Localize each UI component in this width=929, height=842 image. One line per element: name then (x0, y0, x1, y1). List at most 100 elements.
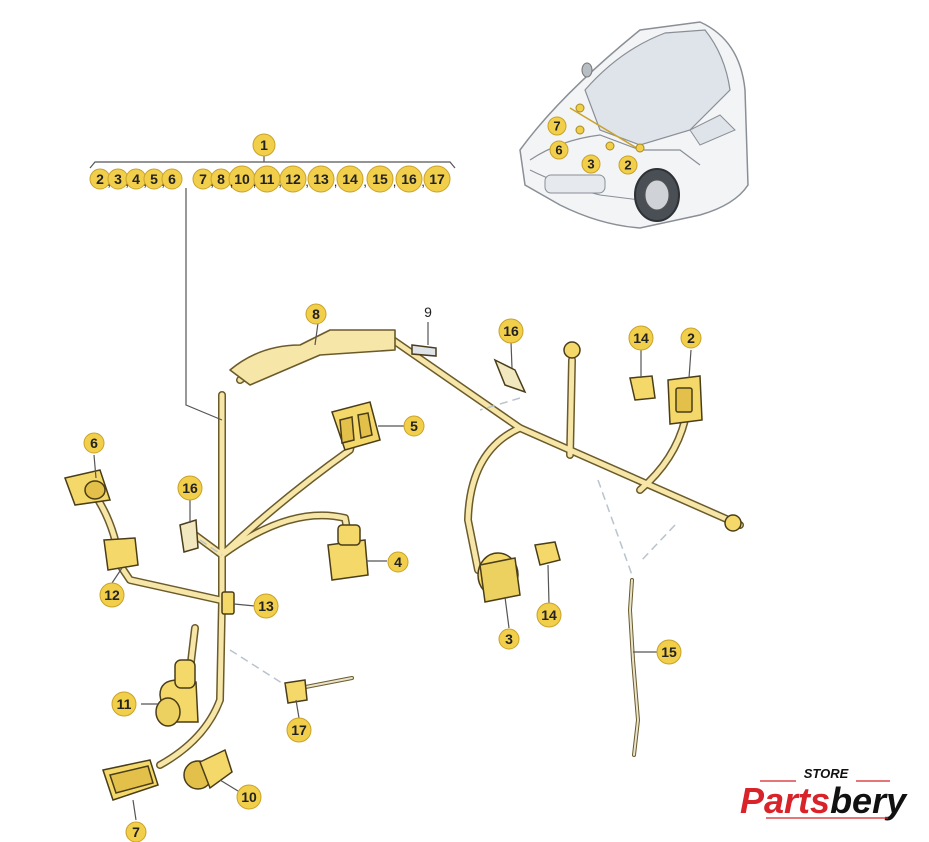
callout-c14a-circle (628, 325, 654, 351)
car-inset-callout-7-circle (547, 116, 567, 136)
callout-c4-circle (387, 551, 409, 573)
header-item-4-label: 4 (132, 171, 140, 187)
callout-c15-label: 15 (661, 644, 677, 660)
callout-c12: 12 (99, 582, 125, 608)
callout-c11: 11 (111, 691, 137, 717)
header-item-8-label: 8 (217, 171, 225, 187)
logo-brand-red: Parts (740, 780, 830, 821)
header-item-6-label: 6 (168, 171, 176, 187)
header-item-11: 11 (253, 165, 281, 193)
header-item-16: 16 (395, 165, 423, 193)
header-item-8: 8 (210, 168, 232, 190)
header-item-16-circle (395, 165, 423, 193)
header-item-7-label: 7 (199, 171, 207, 187)
logo-brand-text: Partsbery (740, 780, 908, 821)
header-item-14-circle (336, 165, 364, 193)
callout-c16a: 16 (498, 318, 524, 344)
callout-c14b-circle (536, 602, 562, 628)
car-inset-callout-3-circle (581, 154, 601, 174)
callout-c10-label: 10 (241, 789, 257, 805)
header-item-17-circle (423, 165, 451, 193)
logo-store-text: STORE (804, 766, 849, 781)
callout-c15: 15 (656, 639, 682, 665)
callout-c15-circle (656, 639, 682, 665)
callout-c12-label: 12 (104, 587, 120, 603)
header-item-2-label: 2 (96, 171, 104, 187)
header-item-15-label: 15 (372, 171, 388, 187)
header-item-3-label: 3 (114, 171, 122, 187)
header-comma: , (278, 174, 282, 189)
callout-c2-label: 2 (687, 330, 695, 346)
header-item-17-label: 17 (429, 171, 445, 187)
callout-c16a-circle (498, 318, 524, 344)
callout-c17-circle (286, 717, 312, 743)
callout-c17-label: 17 (291, 722, 307, 738)
car-inset-callout-7: 7 (547, 116, 567, 136)
header-callout-1-circle (252, 133, 276, 157)
callout-c3-label: 3 (505, 631, 513, 647)
header-item-10: 10 (228, 165, 256, 193)
car-inset-callout-2-circle (618, 155, 638, 175)
callout-c4-label: 4 (394, 554, 402, 570)
callout-c7-circle (125, 821, 147, 842)
header-item-6: 6 (161, 168, 183, 190)
header-comma: , (210, 174, 214, 189)
header-comma: , (421, 174, 425, 189)
header-item-14: 14 (336, 165, 364, 193)
dashed-guides (199, 397, 676, 686)
car-inset-callout-2-label: 2 (624, 158, 631, 173)
header-comma: , (393, 174, 397, 189)
header-comma: , (107, 174, 111, 189)
header-item-5-label: 5 (150, 171, 158, 187)
callout-c11-label: 11 (117, 696, 132, 712)
logo-brand-black: bery (830, 780, 908, 821)
car-inset-callout-6-circle (549, 140, 569, 160)
connectors (63, 341, 742, 801)
callout-c10-circle (236, 784, 262, 810)
callout-c16b-circle (177, 475, 203, 501)
header-item-6-circle (161, 168, 183, 190)
car-inset-callout-2: 2 (618, 155, 638, 175)
partsbery-logo: STORE Partsbery (740, 766, 908, 821)
header-item-7: 7 (192, 168, 214, 190)
header-item-13-label: 13 (313, 171, 329, 187)
header-comma: , (161, 174, 165, 189)
callout-c3-circle (498, 628, 520, 650)
header-item-17: 17 (423, 165, 451, 193)
header-callout-1-label: 1 (260, 137, 268, 153)
callout-c16b-label: 16 (182, 480, 198, 496)
callout-c8-label: 8 (312, 306, 320, 322)
callout-c8: 8 (305, 303, 327, 325)
callout-c10: 10 (236, 784, 262, 810)
car-inset-callout-3: 3 (581, 154, 601, 174)
header-item-12-label: 12 (285, 171, 301, 187)
car-inset-callout-6-label: 6 (555, 143, 562, 158)
header-comma: , (143, 174, 147, 189)
callout-c2: 2 (680, 327, 702, 349)
callout-c5-circle (403, 415, 425, 437)
callout-c14a: 14 (628, 325, 654, 351)
car-inset: 7 6 3 2 (519, 21, 749, 229)
header-comma: , (125, 174, 129, 189)
callout-c14b-label: 14 (541, 607, 557, 623)
header-item-16-label: 16 (401, 171, 417, 187)
header-item-13-circle (307, 165, 335, 193)
header-comma: , (230, 174, 234, 189)
header-comma: , (363, 174, 367, 189)
leader-lines (93, 188, 692, 821)
car-inset-callout-6: 6 (549, 140, 569, 160)
callout-c9-label: 9 (424, 304, 432, 320)
header-callout-1: 1 (252, 133, 276, 157)
callout-c16b: 16 (177, 475, 203, 501)
callout-c16a-label: 16 (503, 323, 519, 339)
header-item-15: 15 (366, 165, 394, 193)
callout-c17: 17 (286, 717, 312, 743)
callout-c3: 3 (498, 628, 520, 650)
header-item-10-label: 10 (234, 171, 250, 187)
callout-c6-label: 6 (90, 435, 98, 451)
callout-c8-circle (305, 303, 327, 325)
